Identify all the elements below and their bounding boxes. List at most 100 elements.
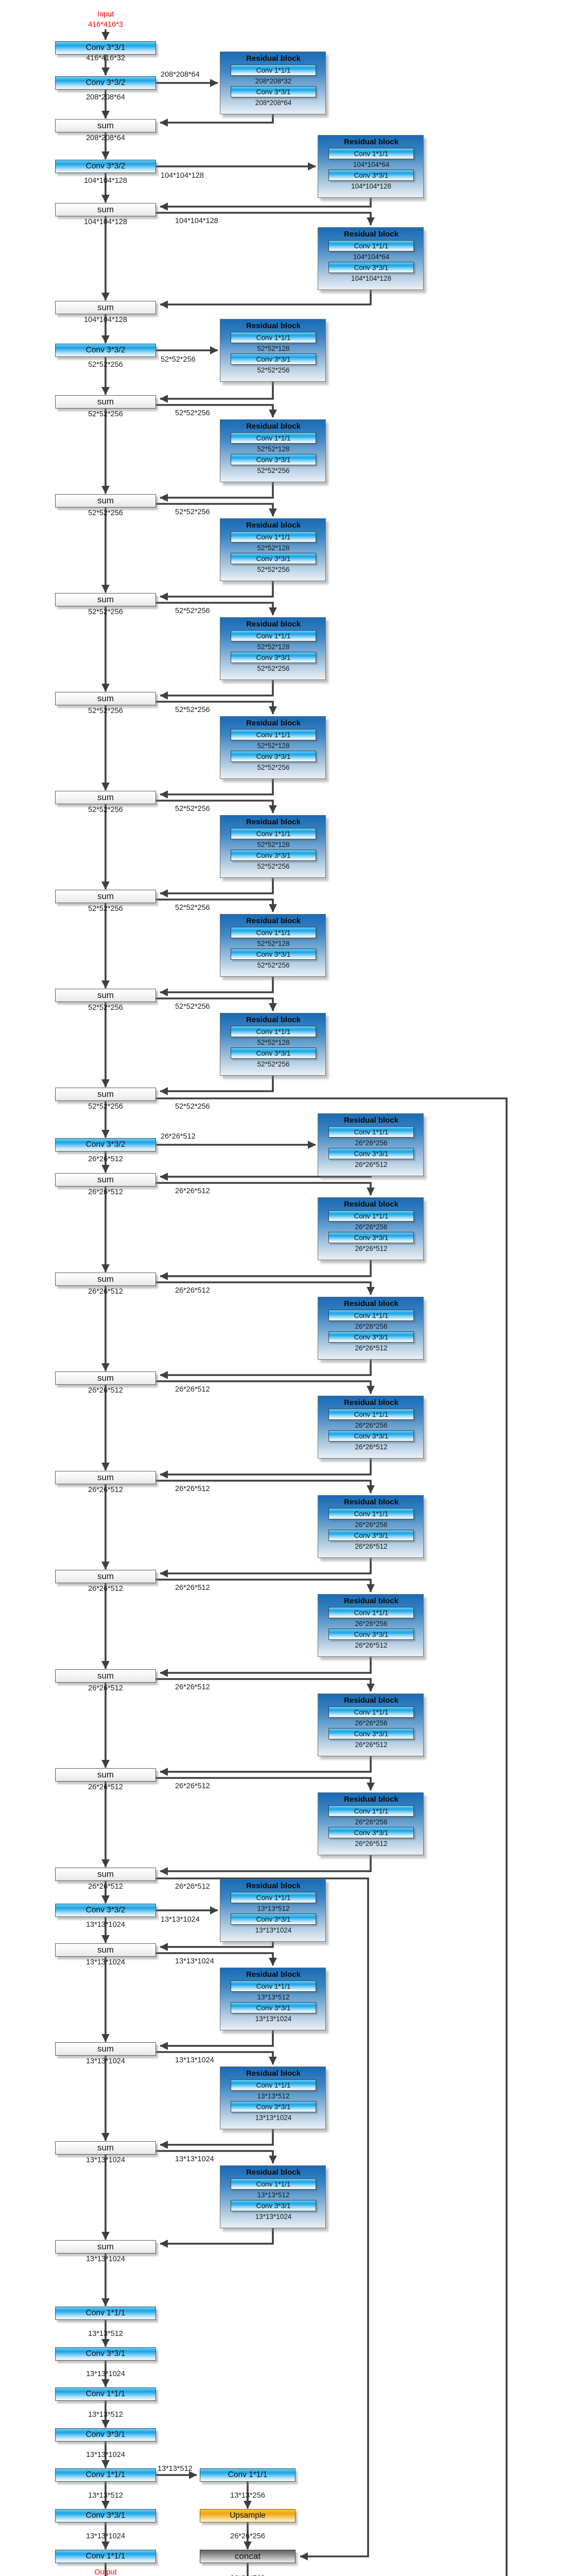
corridor-dim-label: 52*52*256 [175, 409, 210, 417]
residual-dim: 52*52*256 [257, 961, 290, 969]
branch-dim-label: 52*52*256 [161, 355, 196, 364]
residual-dim: 52*52*128 [257, 742, 290, 750]
dim-label: 52*52*256 [88, 707, 123, 715]
residual-conv-box: Conv 3*3/1 [231, 454, 316, 465]
corridor-dim-label: 13*13*1024 [175, 2056, 214, 2064]
flow-arrow [160, 482, 274, 502]
branch-dim-label: 26*26*512 [161, 1132, 196, 1141]
conv-box: Conv 1*1/1 [55, 2468, 156, 2482]
flow-arrow [156, 997, 277, 1011]
residual-dim: 26*26*512 [355, 1344, 388, 1352]
residual-title: Residual block [246, 521, 301, 530]
flow-arrow [156, 2150, 277, 2164]
flow-arrow [156, 899, 277, 912]
conv-box: Conv 1*1/1 [200, 2468, 296, 2482]
residual-dim: 52*52*128 [257, 841, 290, 849]
dim-label: 13*13*256 [230, 2492, 265, 2500]
residual-conv-box: Conv 1*1/1 [231, 332, 316, 343]
residual-conv-box: Conv 3*3/1 [328, 1629, 414, 1640]
dim-label: 13*13*1024 [86, 2255, 125, 2263]
input-label: Input [97, 10, 114, 19]
residual-conv-box: Conv 1*1/1 [231, 64, 316, 76]
flow-arrow [160, 1459, 372, 1479]
flow-arrow [156, 800, 277, 814]
flow-arrow [156, 1777, 375, 1791]
flow-arrow [160, 581, 274, 601]
sum-box: sum [55, 301, 156, 314]
residual-dim: 13*13*1024 [255, 2114, 292, 2122]
route-dim-label: 52*52*256 [175, 1103, 210, 1111]
residual-conv-box: Conv 3*3/1 [231, 1913, 316, 1925]
residual-conv-box: Conv 1*1/1 [328, 1409, 414, 1420]
sum-box: sum [55, 203, 156, 216]
residual-conv-box: Conv 1*1/1 [328, 1210, 414, 1222]
dim-label: 13*13*1024 [86, 2532, 125, 2540]
dim-label: 52*52*256 [88, 509, 123, 517]
output-label: Output [94, 2568, 117, 2576]
corridor-dim-label: 104*104*128 [175, 217, 218, 225]
dim-label: 104*104*128 [84, 316, 127, 324]
flow-arrow [160, 878, 274, 897]
residual-dim: 52*52*256 [257, 566, 290, 573]
residual-conv-box: Conv 1*1/1 [231, 1026, 316, 1037]
residual-title: Residual block [344, 1398, 398, 1407]
flow-arrow [160, 977, 274, 996]
conv-box: Conv 3*3/2 [55, 1904, 156, 1917]
residual-conv-box: Conv 3*3/1 [328, 1331, 414, 1343]
flow-arrow [156, 404, 277, 418]
residual-dim: 208*208*32 [255, 77, 292, 85]
residual-title: Residual block [246, 321, 301, 330]
residual-dim: 26*26*256 [355, 1323, 388, 1330]
residual-conv-box: Conv 3*3/1 [231, 652, 316, 663]
residual-title: Residual block [246, 54, 301, 63]
residual-conv-box: Conv 3*3/1 [231, 850, 316, 861]
flow-arrow [160, 1076, 274, 1095]
flow-arrow [160, 1260, 372, 1280]
residual-conv-box: Conv 1*1/1 [231, 927, 316, 938]
flow-arrow [160, 2129, 274, 2149]
sum-box: sum [55, 1768, 156, 1782]
dim-label: 52*52*256 [88, 905, 123, 913]
residual-dim: 26*26*256 [355, 1521, 388, 1529]
corridor-dim-label: 26*26*512 [175, 1385, 210, 1394]
corridor-dim-label: 26*26*512 [175, 1683, 210, 1691]
dim-label: 52*52*256 [88, 410, 123, 418]
residual-title: Residual block [344, 138, 398, 146]
residual-dim: 104*104*64 [353, 161, 390, 168]
residual-dim: 52*52*256 [257, 467, 290, 474]
dim-label: 52*52*256 [88, 1103, 123, 1111]
conv-box: Conv 3*3/1 [55, 2347, 156, 2361]
flow-arrow [156, 1579, 375, 1592]
flow-arrow [156, 212, 375, 226]
residual-dim: 104*104*64 [353, 253, 390, 261]
dim-label: 104*104*128 [84, 218, 127, 226]
dim-label: 26*26*512 [88, 1684, 123, 1692]
residual-dim: 52*52*128 [257, 345, 290, 352]
sum-box: sum [55, 1943, 156, 1957]
residual-dim: 13*13*1024 [255, 1926, 292, 1934]
conv-box: Conv 3*3/2 [55, 344, 156, 357]
input-dim: 416*416*3 [88, 21, 123, 29]
branch-dim-label: 13*13*512 [158, 2465, 193, 2473]
flow-arrow [160, 2030, 274, 2050]
dim-label: 13*13*1024 [86, 2156, 125, 2164]
residual-dim: 13*13*512 [257, 2191, 290, 2199]
upsample-box: Upsample [200, 2509, 296, 2522]
sum-box: sum [55, 1173, 156, 1187]
residual-dim: 26*26*512 [355, 1543, 388, 1550]
residual-conv-box: Conv 3*3/1 [231, 553, 316, 564]
dim-label: 416*416*32 [86, 54, 125, 62]
dim-label: 13*13*1024 [86, 1958, 125, 1967]
dim-label: 52*52*256 [88, 361, 123, 369]
flow-arrow [160, 1942, 274, 1951]
residual-title: Residual block [246, 422, 301, 431]
dim-label: 26*26*512 [88, 1386, 123, 1395]
